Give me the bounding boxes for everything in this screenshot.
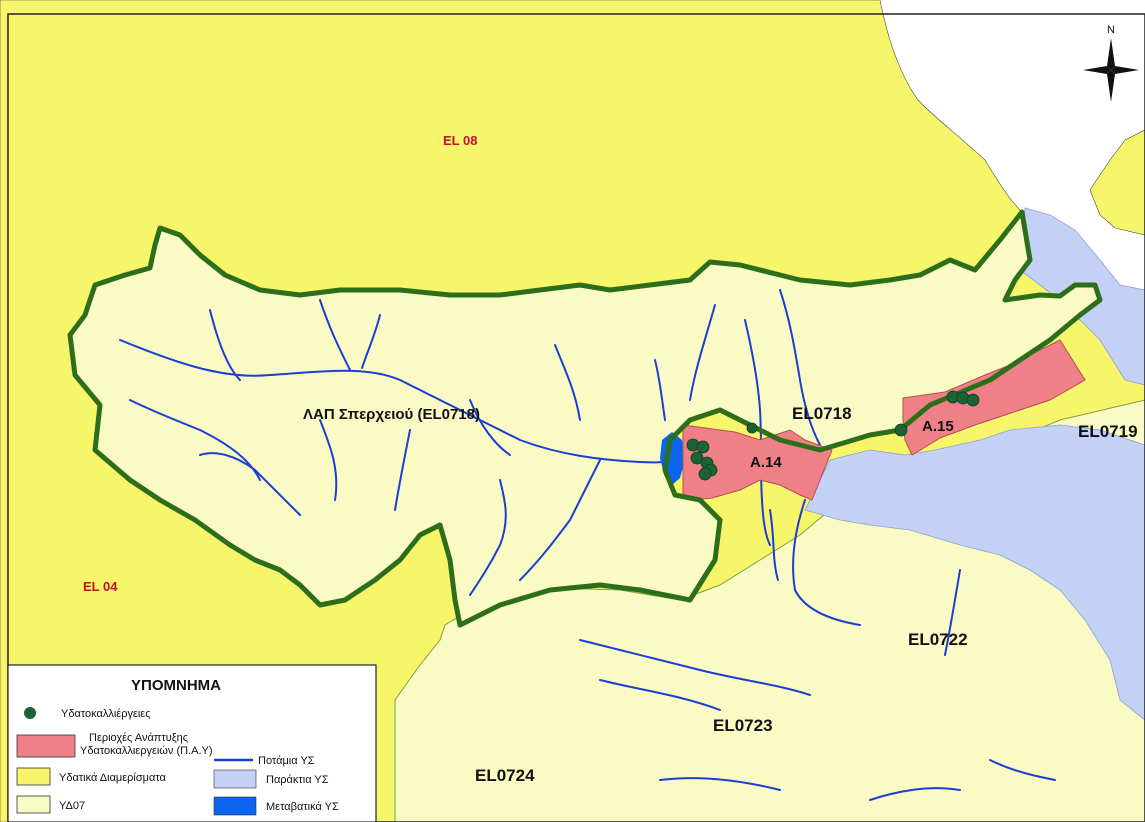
legend-transitional-label: Μεταβατικά ΥΣ — [266, 801, 339, 813]
pay-area-a15 — [902, 339, 1086, 456]
aquaculture-sites — [686, 390, 980, 481]
aquaculture-dot — [696, 440, 710, 454]
river — [554, 344, 581, 421]
river — [599, 679, 721, 711]
legend-departments-swatch — [16, 767, 51, 786]
aquaculture-dot — [698, 467, 712, 481]
rivers — [119, 289, 1056, 801]
label-el0724: EL0724 — [475, 766, 535, 785]
label-el04: EL 04 — [83, 579, 118, 594]
river — [319, 419, 338, 501]
legend-departments-label: Υδατικά Διαμερίσματα — [59, 772, 167, 784]
north-arrow-shape — [1111, 66, 1139, 74]
label-el0719: EL0719 — [1078, 422, 1138, 441]
river — [469, 399, 511, 456]
river — [654, 359, 666, 421]
aquaculture-dot — [966, 393, 980, 407]
label-el0718: EL0718 — [792, 404, 852, 423]
map-frame — [7, 13, 1145, 822]
river — [319, 299, 351, 371]
river — [394, 429, 411, 511]
legend-rivers-label: Ποτάμια ΥΣ — [258, 755, 315, 767]
basin-border — [67, 209, 1103, 628]
aquaculture-dot — [690, 451, 704, 465]
legend-aquaculture-dot — [24, 707, 36, 719]
north-arrow-shape — [1107, 38, 1115, 70]
legend-transitional-swatch — [213, 796, 257, 816]
label-a14: Α.14 — [750, 454, 782, 471]
river — [659, 777, 781, 791]
river — [209, 309, 241, 381]
river — [199, 452, 301, 516]
basin-el0718 — [70, 212, 1100, 625]
river — [519, 459, 601, 581]
river — [361, 314, 381, 369]
river — [869, 787, 961, 801]
legend-pay-label-line1: Περιοχές Ανάπτυξης — [89, 732, 188, 744]
legend: ΥΠΟΜΝΗΜΑ Υδατοκαλλιέργειες Περιοχές Ανάπ… — [7, 664, 377, 822]
river — [579, 639, 811, 696]
north-label: N — [1107, 24, 1115, 36]
north-arrow: N — [1083, 24, 1139, 102]
legend-yd07-swatch — [16, 795, 51, 814]
coastal-water-area — [804, 424, 1145, 721]
river — [989, 759, 1056, 781]
river — [129, 399, 261, 481]
river — [792, 499, 861, 626]
legend-coastal-swatch — [213, 769, 257, 789]
river-main — [119, 339, 681, 464]
legend-aquaculture-label: Υδατοκαλλιέργειες — [61, 708, 151, 720]
river — [779, 289, 821, 446]
north-arrow-shape — [1083, 66, 1111, 74]
legend-pay-swatch — [16, 734, 76, 758]
label-basin: ΛΑΠ Σπερχειού (EL0718) — [303, 406, 480, 423]
label-el0722: EL0722 — [908, 630, 968, 649]
river — [944, 569, 961, 656]
legend-title: ΥΠΟΜΝΗΜΑ — [131, 677, 221, 694]
legend-coastal-label: Παράκτια ΥΣ — [266, 774, 329, 786]
island — [1089, 129, 1145, 236]
aquaculture-dot — [746, 422, 758, 434]
river — [469, 479, 507, 596]
north-arrow-shape — [1107, 70, 1115, 102]
legend-yd07-label: ΥΔ07 — [59, 800, 85, 812]
river — [769, 509, 779, 581]
label-a15: Α.15 — [922, 418, 954, 435]
aquaculture-dot — [894, 423, 908, 437]
label-el08: EL 08 — [443, 133, 477, 148]
label-el0723: EL0723 — [713, 716, 773, 735]
river — [689, 304, 716, 401]
legend-pay-label-line2: Υδατοκαλλιεργειών (Π.Α.Υ) — [80, 745, 213, 757]
